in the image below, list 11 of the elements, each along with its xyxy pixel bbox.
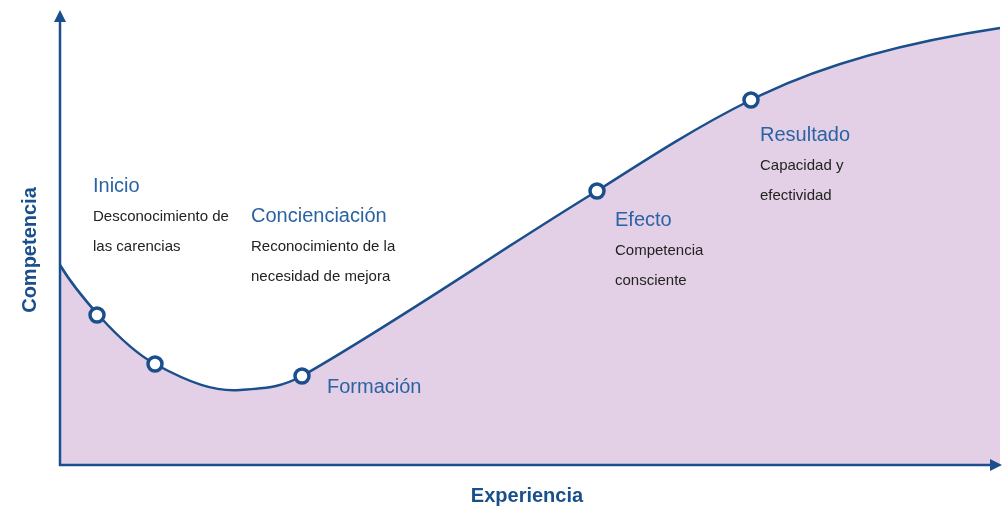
stage-description: Capacidad y efectividad	[760, 155, 845, 205]
stage-title: Concienciación	[251, 203, 387, 228]
stage-title: Formación	[327, 374, 422, 399]
stage-description: Reconocimiento de la necesidad de mejora	[251, 236, 397, 286]
stage-description: Desconocimiento de las carencias	[93, 206, 230, 256]
axis-title: Experiencia	[469, 483, 585, 508]
stage-title: Resultado	[760, 122, 851, 147]
stage-description: Competencia consciente	[615, 240, 705, 290]
stage-title: Efecto	[615, 207, 672, 232]
axis-title: Competencia	[17, 187, 41, 313]
stage-title: Inicio	[93, 173, 140, 198]
